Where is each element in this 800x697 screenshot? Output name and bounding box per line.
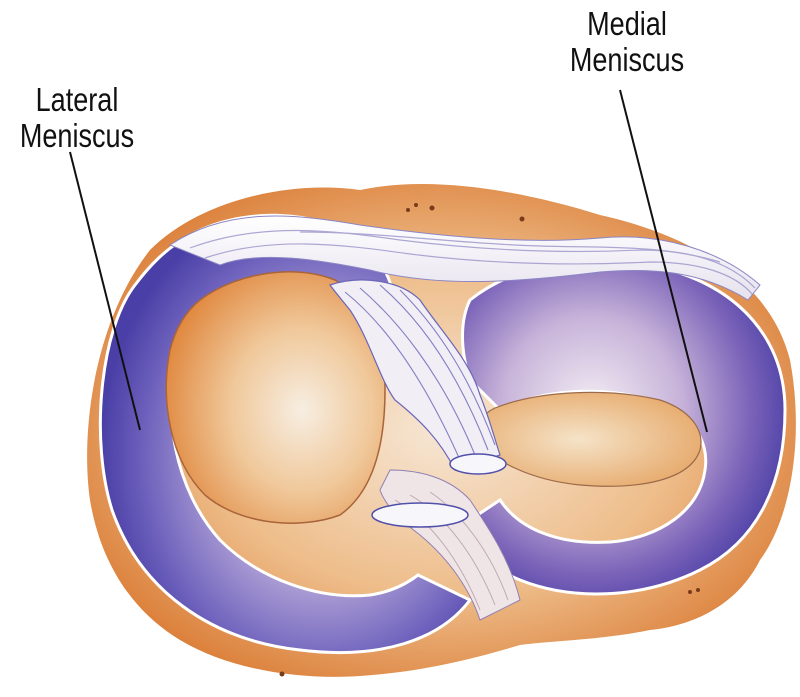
bone-foramina bbox=[279, 203, 700, 677]
ligament-stump-lower bbox=[371, 502, 469, 528]
ligament-stump-upper bbox=[449, 453, 507, 475]
medial-label-line1: Medial bbox=[587, 5, 667, 42]
cruciate-fibers bbox=[344, 284, 496, 461]
medial-label-line2: Meniscus bbox=[569, 41, 685, 78]
transverse-ligament bbox=[168, 215, 761, 301]
lateral-leader-line bbox=[69, 151, 141, 431]
medial-leader-line bbox=[619, 89, 708, 433]
lateral-label-line2: Meniscus bbox=[19, 117, 135, 154]
lateral-meniscus-label: Lateral Meniscus bbox=[19, 82, 135, 154]
lateral-label-line1: Lateral bbox=[35, 81, 119, 118]
medial-meniscus-label: Medial Meniscus bbox=[566, 6, 689, 78]
lateral-cartilage bbox=[165, 271, 386, 524]
